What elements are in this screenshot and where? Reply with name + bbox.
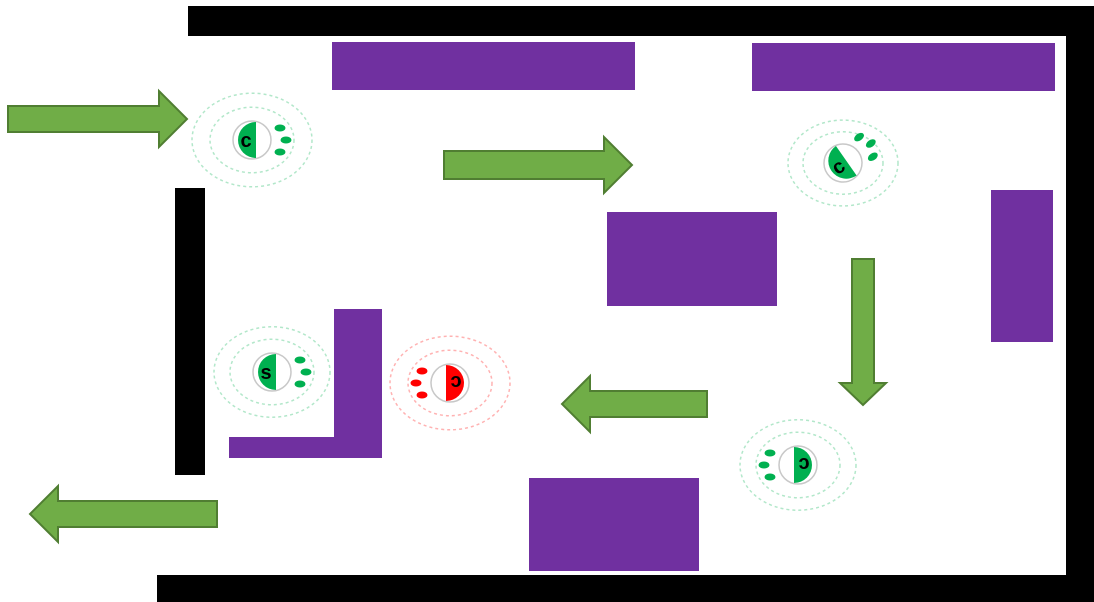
sonar-ring [739,419,857,511]
arrow-right-down [837,258,889,407]
robot-body: c [823,132,878,183]
obstacle-top-center [332,42,635,90]
sonar-ring [802,131,884,195]
sensor-dot [854,132,864,142]
robot-letter: s [260,362,271,384]
sensor-dot [294,356,306,364]
sensor-dot [410,379,422,387]
robot-half-shell [446,365,464,401]
obstacle-l-horizontal [229,437,382,458]
wall-right [1066,6,1094,596]
arrow-exit [28,483,218,545]
sensor-dot [867,152,878,162]
robot-alert: c [389,335,511,431]
sonar-ring [209,106,295,174]
robot-start: s [213,326,331,418]
robot-body: c [758,445,818,485]
sonar-ring [755,431,841,499]
arrow-middle-left [560,373,708,435]
arrow-entry [7,88,189,150]
robot-body: c [232,120,292,160]
sensor-dot [294,380,306,388]
obstacle-top-right [752,43,1055,91]
robot-top-right: c [787,119,899,207]
sensor-dot [274,148,286,156]
sensor-dot [416,391,428,399]
sensor-dot [274,124,286,132]
sonar-ring [389,335,511,431]
robot-body: c [410,363,470,403]
sensor-dot [764,449,776,457]
sonar-ring [787,119,899,207]
sensor-dot [764,473,776,481]
robot-entry: c [191,92,313,188]
sensor-dot [865,139,876,148]
sensor-dot [758,461,770,469]
sonar-ring [229,338,315,406]
sonar-ring [191,92,313,188]
sonar-ring [213,326,331,418]
robot-half-shell [828,145,857,179]
robot-bottom-right: c [739,419,857,511]
sensor-dot [280,136,292,144]
sonar-ring [407,349,493,417]
robot-half-shell [794,447,812,483]
sensor-dot [416,367,428,375]
wall-top [188,6,1068,36]
obstacle-center [607,212,777,306]
obstacle-bottom-center [529,478,699,571]
wall-left-inner [175,188,205,475]
obstacle-right [991,190,1053,342]
robot-letter: c [798,453,809,475]
obstacle-l-vertical [334,309,382,458]
wall-bottom [157,575,1094,602]
arrow-mid-top [443,134,634,196]
robot-letter: c [240,130,251,152]
sensor-dot [300,368,312,376]
robot-half-shell [238,122,256,158]
robot-letter: c [450,371,461,393]
robot-half-shell [258,354,276,390]
robot-body: s [252,352,312,392]
